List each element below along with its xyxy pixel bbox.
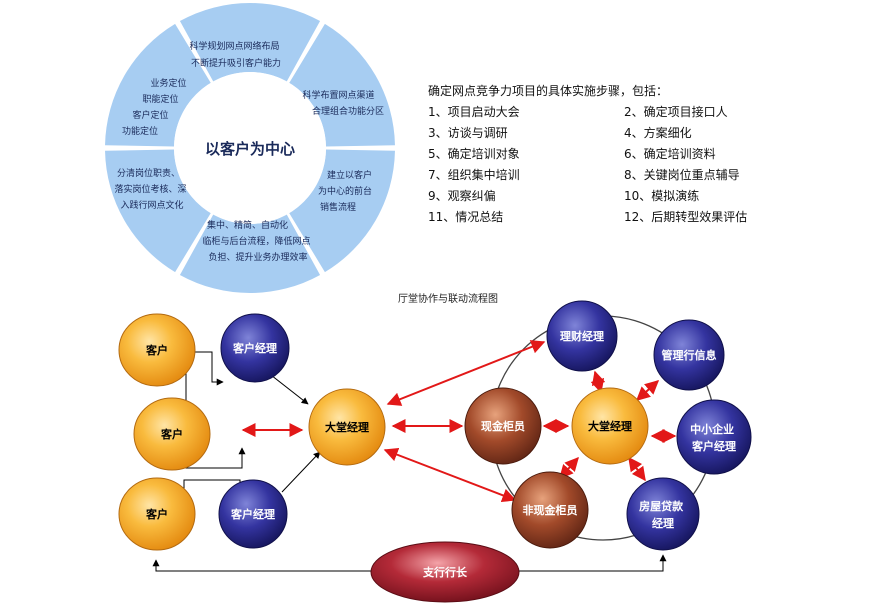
red-arrows xyxy=(241,340,677,503)
wheel-segment-4-text: 集中、精简、自动化 临柜与后台流程，降低网点 负担、提升业务办理效率 xyxy=(203,219,314,263)
wheel-segment-1-text: 科学规划网点网络布局 不断提升吸引客户能力 xyxy=(190,40,283,69)
cash-teller-node: 现金柜员 xyxy=(464,387,542,465)
mortgage-manager-node: 房屋贷款 经理 xyxy=(626,477,700,551)
segment-line: 科学布置网点渠道 xyxy=(303,89,375,101)
step-item: 11、情况总结 xyxy=(428,210,504,224)
segment-line: 临柜与后台流程，降低网点 xyxy=(203,235,311,247)
step-item: 5、确定培训对象 xyxy=(428,147,520,161)
sme-manager-line: 中小企业 xyxy=(690,422,734,436)
flow-title: 厅堂协作与联动流程图 xyxy=(398,292,498,305)
sme-manager-label: 中小企业 客户经理 xyxy=(690,422,738,453)
non-cash-teller-label: 非现金柜员 xyxy=(523,503,578,517)
customer-centric-wheel: 以客户为中心 科学规划网点网络布局 不断提升吸引客户能力 科学布置网点渠道 合理… xyxy=(105,2,395,293)
segment-line: 分清岗位职责、 xyxy=(117,167,180,179)
sme-manager-line: 客户经理 xyxy=(691,439,736,453)
wheel-segment-3-text: 建立以客户 为中心的前台 销售流程 xyxy=(318,169,375,213)
segment-line: 合理组合功能分区 xyxy=(312,105,384,117)
segment-line: 入践行网点文化 xyxy=(120,199,183,211)
cash-teller-label: 现金柜员 xyxy=(481,419,525,433)
arrow-lobby-financial xyxy=(386,340,546,406)
lobby-manager-node-center: 大堂经理 xyxy=(571,387,649,465)
step-item: 4、方案细化 xyxy=(624,126,692,140)
lobby-manager-center-label: 大堂经理 xyxy=(588,419,632,433)
sme-manager-node: 中小企业 客户经理 xyxy=(676,399,752,475)
connector-president-to-customer xyxy=(152,559,372,572)
step-item: 2、确定项目接口人 xyxy=(624,105,728,119)
wheel-segment-6 xyxy=(105,23,211,147)
branch-president-label: 支行行长 xyxy=(422,565,468,579)
non-cash-teller-node: 非现金柜员 xyxy=(511,471,589,549)
steps-title: 确定网点竞争力项目的具体实施步骤，包括： xyxy=(428,84,669,98)
segment-line: 落实岗位考核、深 xyxy=(115,183,187,195)
segment-line: 建立以客户 xyxy=(327,169,372,181)
segment-line: 客户定位 xyxy=(133,109,169,121)
mortgage-manager-label: 房屋贷款 经理 xyxy=(639,499,687,530)
wheel-segment-2-text: 科学布置网点渠道 合理组合功能分区 xyxy=(303,89,384,117)
step-item: 1、项目启动大会 xyxy=(428,105,520,119)
mortgage-manager-line: 经理 xyxy=(652,516,674,530)
segment-line: 不断提升吸引客户能力 xyxy=(191,57,281,69)
customer-node-2-label: 客户 xyxy=(160,427,183,441)
wheel-segment-3 xyxy=(289,149,395,273)
mortgage-manager-line: 房屋贷款 xyxy=(639,499,684,513)
segment-line: 业务定位 xyxy=(151,77,187,89)
segment-line: 销售流程 xyxy=(320,201,356,213)
step-item: 9、观察纠偏 xyxy=(428,189,496,203)
segment-line: 科学规划网点网络布局 xyxy=(190,40,280,52)
step-item: 10、模拟演练 xyxy=(624,189,700,203)
lobby-manager-node-left: 大堂经理 xyxy=(308,388,386,466)
wheel-segments xyxy=(105,2,395,293)
wheel-center-label: 以客户为中心 xyxy=(205,140,295,158)
connector-customer1-to-manager xyxy=(192,351,224,386)
segment-line: 负担、提升业务办理效率 xyxy=(208,251,307,263)
customer-node-1-label: 客户 xyxy=(145,343,168,357)
management-info-node: 管理行信息 xyxy=(653,319,725,391)
lobby-manager-left-label: 大堂经理 xyxy=(325,420,369,434)
wheel-segment-2 xyxy=(289,23,395,147)
wheel-segment-1 xyxy=(179,2,321,82)
step-item: 8、关键岗位重点辅导 xyxy=(624,168,740,182)
connector-president-to-mortgage xyxy=(518,554,667,572)
customer-manager-node-top: 客户经理 xyxy=(220,313,290,383)
step-item: 7、组织集中培训 xyxy=(428,168,520,182)
arrow-financial-center xyxy=(590,370,606,394)
customer-node-3-label: 客户 xyxy=(145,507,168,521)
segment-line: 为中心的前台 xyxy=(318,185,372,197)
customer-node-1: 客户 xyxy=(118,313,196,387)
wheel-center-circle xyxy=(174,72,326,224)
financial-manager-node: 理财经理 xyxy=(546,300,618,372)
connector-manager2-to-lobby xyxy=(281,451,321,493)
wheel-segment-4 xyxy=(179,214,321,293)
wheel-segment-5-text: 分清岗位职责、 落实岗位考核、深 入践行网点文化 xyxy=(115,167,190,211)
branch-president-node: 支行行长 xyxy=(370,541,520,603)
customer-manager-top-label: 客户经理 xyxy=(232,341,277,355)
segment-line: 职能定位 xyxy=(143,93,179,105)
step-item: 12、后期转型效果评估 xyxy=(624,210,748,224)
implementation-steps: 确定网点竞争力项目的具体实施步骤，包括： 1、项目启动大会 2、确定项目接口人 3、… xyxy=(428,80,868,228)
customer-node-3: 客户 xyxy=(118,477,196,551)
step-item: 6、确定培训资料 xyxy=(624,147,716,161)
step-item: 3、访谈与调研 xyxy=(428,126,508,140)
customer-node-2: 客户 xyxy=(133,397,211,471)
arrow-lobby-noncash xyxy=(383,447,517,503)
arrow-center-management xyxy=(635,380,660,401)
arrow-center-mortgage xyxy=(628,456,646,482)
segment-line: 集中、精简、自动化 xyxy=(207,219,288,231)
financial-manager-label: 理财经理 xyxy=(560,329,604,343)
customer-manager-node-bottom: 客户经理 xyxy=(218,479,288,549)
steps-grid: 1、项目启动大会 2、确定项目接口人 3、访谈与调研 4、方案细化 5、确定培训对象 6、… xyxy=(428,102,868,228)
segment-line: 功能定位 xyxy=(122,125,158,137)
wheel-segment-5 xyxy=(105,149,211,273)
customer-manager-bottom-label: 客户经理 xyxy=(230,507,275,521)
wheel-segment-6-text: 业务定位 职能定位 客户定位 功能定位 xyxy=(122,77,189,137)
management-info-label: 管理行信息 xyxy=(662,348,717,362)
